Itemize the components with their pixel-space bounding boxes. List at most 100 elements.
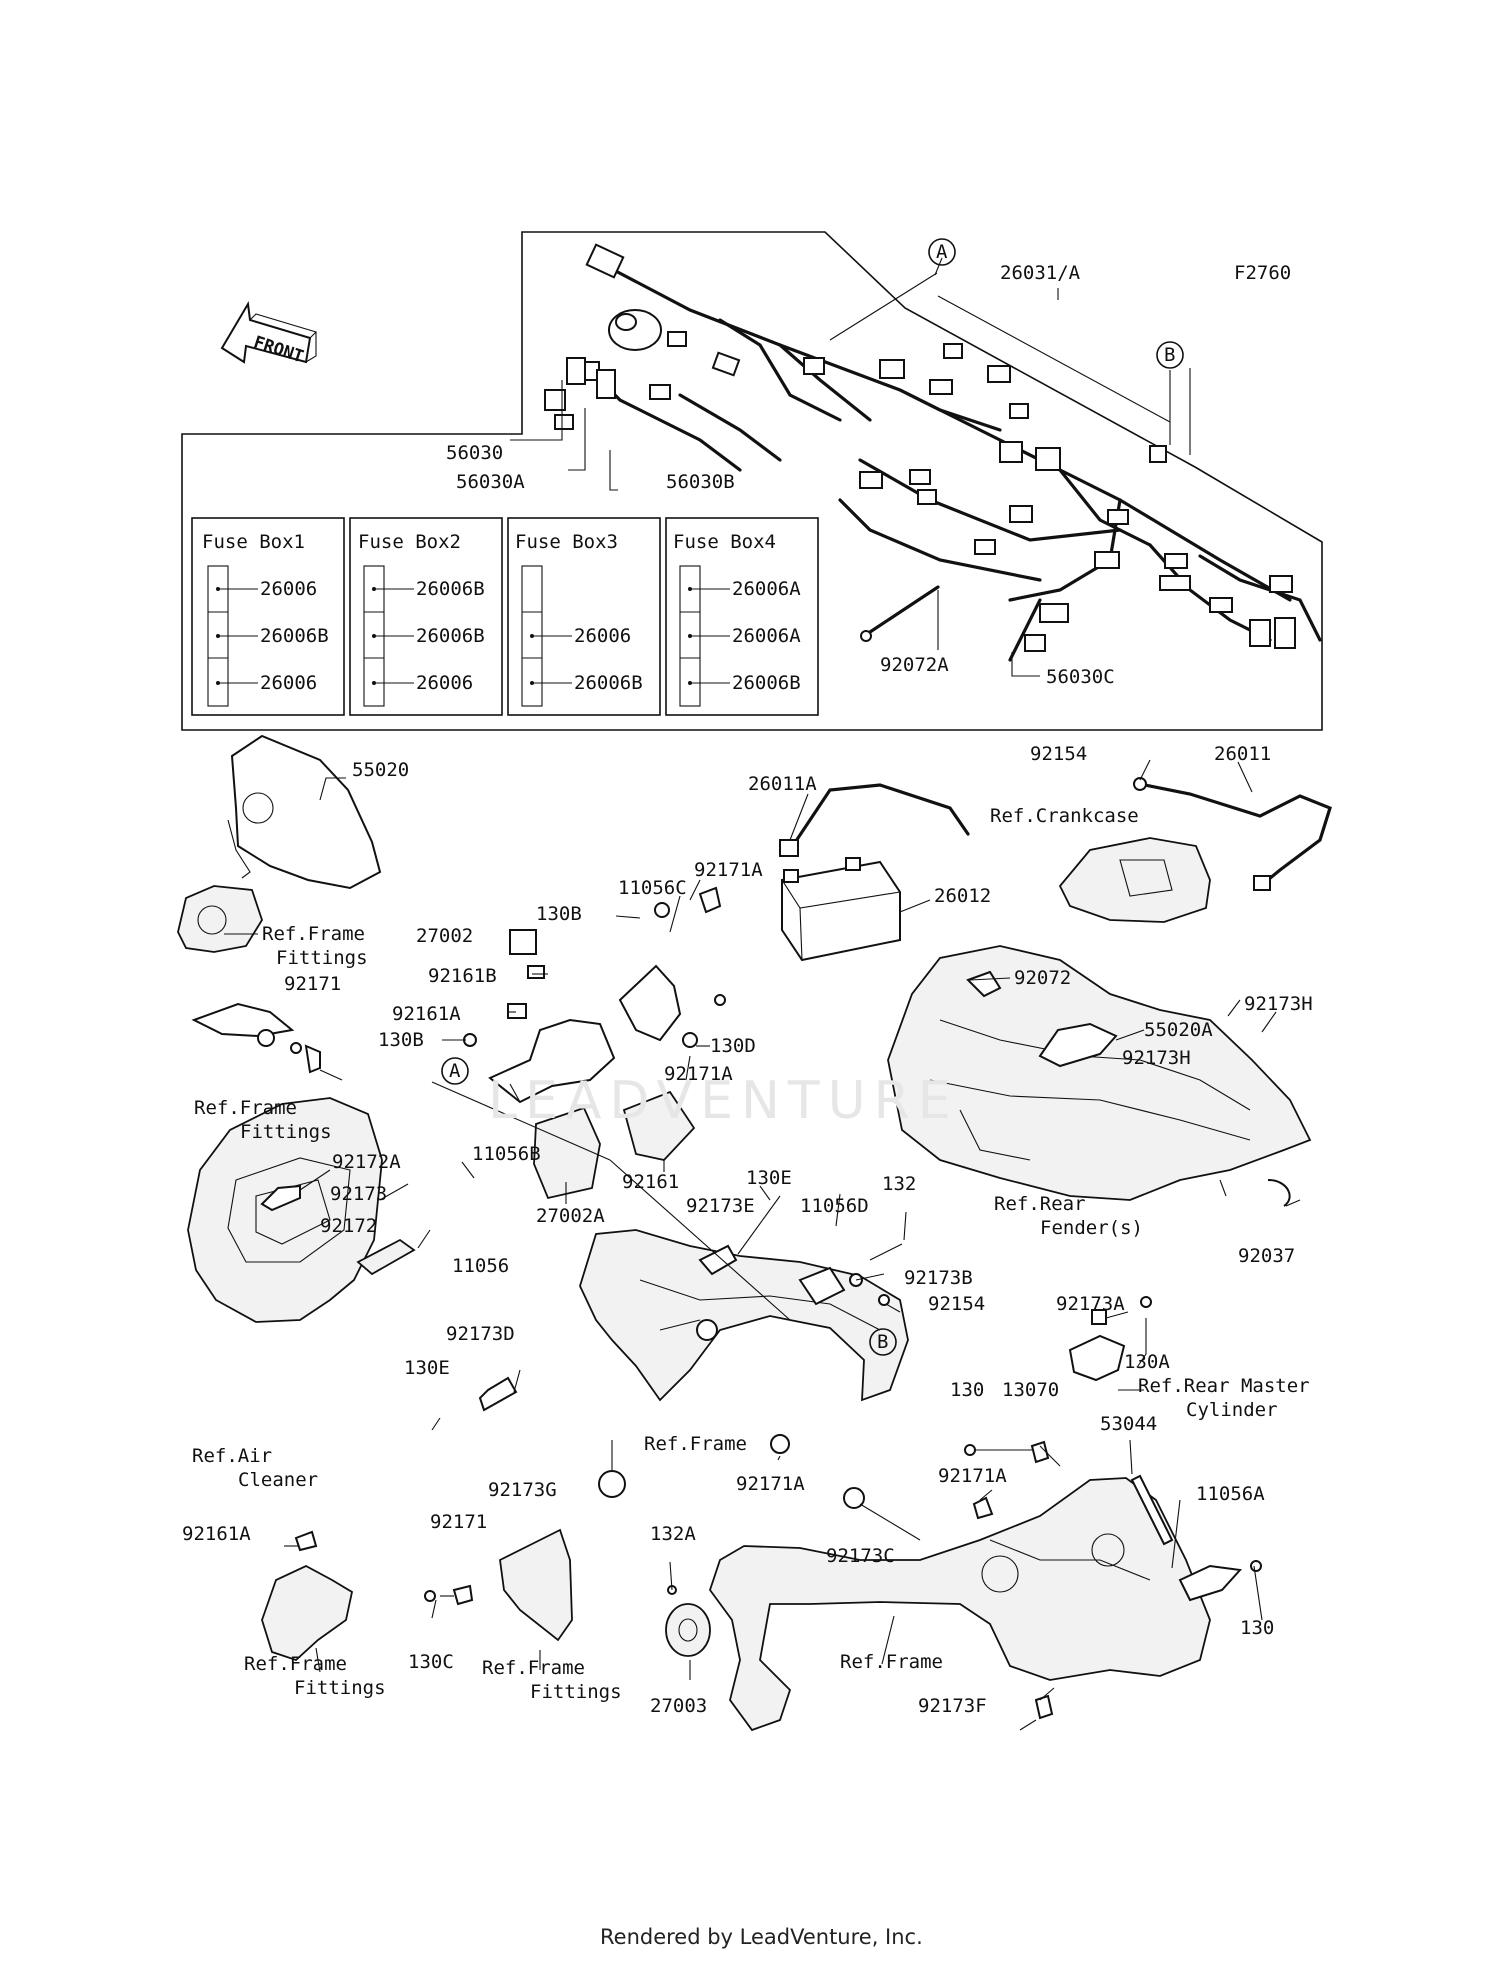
- bracket-11056D: [798, 1266, 846, 1306]
- label-56030: 56030: [446, 442, 503, 464]
- callout-b-top: [1156, 341, 1184, 369]
- label-92173B: 92173B: [904, 1267, 973, 1289]
- label-92171-b: 92171: [430, 1511, 487, 1533]
- label-55020A: 55020A: [1144, 1019, 1213, 1041]
- label-130D: 130D: [710, 1035, 756, 1057]
- callout-b-lower: [869, 1328, 897, 1356]
- rear-fender: [887, 945, 1312, 1201]
- label-92173H-b: 92173H: [1244, 993, 1313, 1015]
- footer-credit: Rendered by LeadVenture, Inc.: [600, 1925, 923, 1949]
- clip-13070: [1030, 1440, 1050, 1464]
- ref-frame-fittings-2a: Ref.Frame: [194, 1097, 297, 1119]
- callout-a-lower-label: A: [449, 1060, 461, 1082]
- fuse-1-2: 26006B: [260, 625, 329, 647]
- label-92172: 92172: [320, 1215, 377, 1237]
- label-130B-b: 130B: [378, 1029, 424, 1051]
- callout-a-top: [928, 238, 956, 266]
- label-92173E: 92173E: [686, 1195, 755, 1217]
- relay-27002: [509, 929, 537, 955]
- label-27002A: 27002A: [536, 1205, 605, 1227]
- label-92173D: 92173D: [446, 1323, 515, 1345]
- harness-boundary-box: [181, 231, 1323, 731]
- label-11056C: 11056C: [618, 877, 687, 899]
- label-13070: 13070: [1002, 1379, 1059, 1401]
- label-56030B: 56030B: [666, 471, 735, 493]
- label-92172A: 92172A: [332, 1151, 401, 1173]
- label-27003: 27003: [650, 1695, 707, 1717]
- frame-fitting-4: [499, 1528, 573, 1642]
- ref-crankcase: Ref.Crankcase: [990, 805, 1139, 827]
- fuse-4-1: 26006A: [732, 578, 801, 600]
- label-92173C: 92173C: [826, 1545, 895, 1567]
- label-130E-a: 130E: [746, 1167, 792, 1189]
- clip-92173F: [1034, 1694, 1054, 1720]
- callout-a-lower: [441, 1057, 469, 1085]
- cover-55020A: [1038, 1022, 1118, 1068]
- main-wiring-harness: [544, 243, 1322, 662]
- ref-frame-fittings-3b: Fittings: [294, 1677, 386, 1699]
- label-92173A: 92173A: [1056, 1293, 1125, 1315]
- cover-hole: [242, 792, 274, 824]
- label-92173H-a: 92173H: [1122, 1047, 1191, 1069]
- ref-rear-master-b: Cylinder: [1186, 1399, 1278, 1421]
- label-56030A: 56030A: [456, 471, 525, 493]
- fuse-1-1: 26006: [260, 578, 317, 600]
- fuse-box-4-title: Fuse Box4: [673, 531, 776, 553]
- label-11056A: 11056A: [1196, 1483, 1265, 1505]
- label-92171A-c: 92171A: [736, 1473, 805, 1495]
- label-26031A: 26031/A: [1000, 262, 1081, 284]
- label-132A: 132A: [650, 1523, 696, 1545]
- label-130C: 130C: [408, 1651, 454, 1673]
- label-11056B: 11056B: [472, 1143, 541, 1165]
- pin-92173D: [478, 1376, 518, 1412]
- ref-frame-bottom: Ref.Frame: [840, 1651, 943, 1673]
- label-92173G: 92173G: [488, 1479, 557, 1501]
- fuse-2-1: 26006B: [416, 578, 485, 600]
- fuse-box-1: Fuse Box1 26006 26006B 26006: [191, 517, 345, 716]
- fuse-2-3: 26006: [416, 672, 473, 694]
- fuse-box-1-title: Fuse Box1: [202, 531, 305, 553]
- callout-b-lower-label: B: [877, 1331, 888, 1353]
- label-130B-a: 130B: [536, 903, 582, 925]
- ref-frame-fittings-4a: Ref.Frame: [482, 1657, 585, 1679]
- bracket-92171: [191, 1002, 295, 1038]
- label-92161A-a: 92161A: [392, 1003, 461, 1025]
- label-92171A-a: 92171A: [694, 859, 763, 881]
- ref-rear-master-a: Ref.Rear Master: [1138, 1375, 1310, 1397]
- callout-a-top-label: A: [936, 241, 948, 263]
- cable-26011A: [788, 783, 970, 852]
- label-55020: 55020: [352, 759, 409, 781]
- clip-92161A-b: [294, 1530, 318, 1552]
- ref-frame-fittings-4b: Fittings: [530, 1681, 622, 1703]
- frame-fitting-1-hole: [197, 905, 227, 935]
- ref-frame-fittings-1a: Ref.Frame: [262, 923, 365, 945]
- label-92171A-d: 92171A: [938, 1465, 1007, 1487]
- label-130-a: 130: [950, 1379, 984, 1401]
- fuse-4-3: 26006B: [732, 672, 801, 694]
- grommet: [257, 1029, 275, 1047]
- label-92171-a: 92171: [284, 973, 341, 995]
- ecu-27002A: [533, 1106, 601, 1200]
- label-130-b: 130: [1240, 1617, 1274, 1639]
- clip-92161B: [527, 965, 545, 979]
- cable-tie-92072A: [868, 585, 940, 634]
- fuse-3-3: 26006B: [574, 672, 643, 694]
- air-cleaner: [187, 1097, 383, 1323]
- clip-92171A-d: [972, 1496, 994, 1520]
- label-26011A: 26011A: [748, 773, 817, 795]
- label-26011: 26011: [1214, 743, 1271, 765]
- label-132: 132: [882, 1173, 916, 1195]
- label-56030C: 56030C: [1046, 666, 1115, 688]
- ref-frame-center: Ref.Frame: [644, 1433, 747, 1455]
- grommet-92173C: [843, 1487, 865, 1509]
- label-11056: 11056: [452, 1255, 509, 1277]
- battery-26012: [781, 857, 901, 962]
- label-53044: 53044: [1100, 1413, 1157, 1435]
- label-92171A-b: 92171A: [664, 1063, 733, 1085]
- ref-rear-fender-b: Fender(s): [1040, 1217, 1143, 1239]
- frame-fitting-1: [177, 885, 263, 953]
- label-92173: 92173: [330, 1183, 387, 1205]
- bottom-frame: [708, 1477, 1211, 1732]
- watermark: LEADVENTURE: [488, 1071, 959, 1131]
